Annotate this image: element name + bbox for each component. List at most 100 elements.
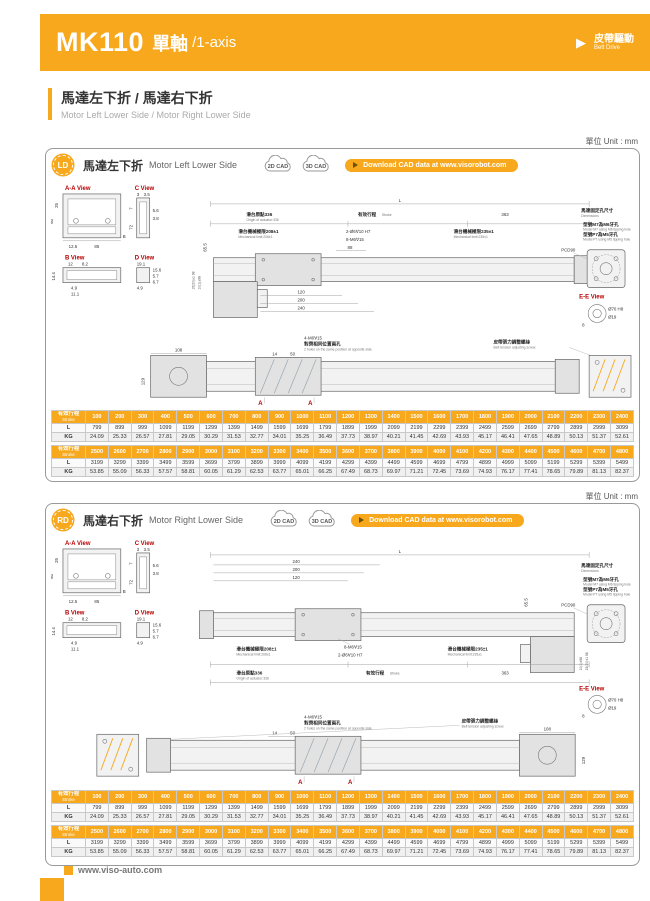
stroke-column-header: 3100 — [221, 445, 246, 460]
stroke-column-header: 500 — [176, 410, 201, 425]
stroke-column-header: 2400 — [610, 790, 634, 805]
stroke-column-header: 1800 — [473, 410, 497, 425]
cell-value: 3099 — [610, 803, 634, 814]
dim-label: 14.4 — [51, 272, 56, 281]
stroke-column-header: 700 — [221, 410, 246, 425]
footer-url[interactable]: www.viso-auto.com — [78, 865, 163, 875]
cell-value: 36.49 — [313, 812, 338, 823]
cell-value: 4399 — [358, 838, 383, 849]
cell-value: 2699 — [518, 423, 543, 434]
stroke-column-header: 2300 — [587, 410, 612, 425]
cell-value: 60.05 — [199, 467, 223, 478]
stroke-column-header: 3500 — [313, 445, 338, 460]
hole-callout: 8-M6∀15 — [344, 645, 362, 650]
cell-value: 2899 — [564, 423, 589, 434]
view-label: C View — [135, 541, 155, 547]
dim-label: 7 — [129, 562, 134, 565]
dim-label: 85 — [94, 244, 99, 249]
cell-value: 57.57 — [153, 467, 178, 478]
right-lower-drawing: A-A View 25 60 12.5 85 B C View 3 3.5 7 … — [51, 541, 631, 786]
panel-badge: LD — [53, 155, 73, 175]
row-label: KG — [51, 432, 86, 443]
dim-label: 14 — [272, 351, 277, 356]
cell-value: 25.33 — [107, 812, 132, 823]
cell-value: 3199 — [85, 838, 109, 849]
stroke-column-header: 3000 — [199, 825, 223, 840]
dim-label: Ø19 — [608, 315, 617, 320]
cell-value: 81.13 — [587, 847, 612, 858]
cell-value: 58.81 — [176, 847, 201, 858]
cell-value: 32.77 — [244, 812, 269, 823]
cell-value: 72.45 — [427, 467, 452, 478]
footer: www.viso-auto.com — [64, 865, 162, 875]
stroke-column-header: 3600 — [336, 825, 360, 840]
cad-2d-label: 2D CAD — [268, 164, 289, 170]
dim-label: 14.4 — [51, 627, 56, 636]
cell-value: 78.65 — [541, 467, 566, 478]
dim-label: 10(1)±98 — [197, 276, 201, 290]
hole-callout-cn: 對齊相同位置兩孔 — [304, 340, 341, 347]
stroke-column-header: 1800 — [473, 790, 497, 805]
slider-block — [254, 253, 322, 286]
stroke-column-header: 3100 — [221, 825, 246, 840]
stroke-column-header: 3300 — [267, 825, 292, 840]
cell-value: 4899 — [473, 458, 497, 469]
cell-value: 3699 — [199, 838, 223, 849]
cad-3d-label: 3D CAD — [312, 519, 333, 525]
mech-limit-cn: 滑台機械極限235±1 — [454, 228, 495, 235]
cell-value: 43.93 — [450, 812, 475, 823]
hole-callout: 2-Ø6∀10 H7 — [338, 653, 363, 658]
cell-value: 5499 — [610, 458, 634, 469]
dim-label: B — [123, 589, 126, 594]
hole-callout: 2-Ø6∀10 H7 — [346, 229, 371, 234]
cell-value: 5099 — [518, 838, 543, 849]
dim-label: 15(20)±1 98 — [192, 271, 196, 289]
belt-screw-cn: 皮帶張力調整螺絲 — [462, 717, 499, 724]
panel-title-cn: 馬達右下折 — [83, 513, 144, 528]
cad-2d-cloud-icon[interactable]: 2D CAD — [267, 510, 301, 530]
dim-label: Ø19 — [608, 705, 617, 710]
cell-value: 3099 — [610, 423, 634, 434]
cell-value: 61.29 — [221, 847, 246, 858]
cell-value: 37.73 — [336, 432, 360, 443]
cell-value: 24.09 — [85, 432, 109, 443]
cell-value: 35.25 — [290, 812, 315, 823]
cell-value: 63.77 — [267, 847, 292, 858]
stroke-column-header: 2800 — [153, 825, 178, 840]
dim-label: 5.7 — [153, 629, 160, 634]
d-section — [136, 267, 151, 283]
cell-value: 40.21 — [381, 432, 406, 443]
motor-fix-cn: 馬達固定孔尺寸 — [581, 562, 613, 569]
cell-value: 69.97 — [381, 467, 406, 478]
belt-screw-en: Belt tension adjusting screw. — [462, 724, 505, 728]
unit-label: 單位 Unit : mm — [585, 137, 638, 146]
cell-value: 76.17 — [495, 847, 520, 858]
d-view: D View 19.1 15.6 5.7 6.7 4.9 — [135, 611, 162, 646]
stroke-column-header: 2300 — [587, 790, 612, 805]
cad-2d-cloud-icon[interactable]: 2D CAD — [261, 155, 295, 175]
cell-value: 5399 — [587, 458, 612, 469]
rail-body — [213, 612, 575, 637]
dim-label: 14 — [272, 730, 277, 735]
download-cad-button[interactable]: Download CAD data at www.visorobot.com — [351, 513, 525, 527]
cell-value: 3299 — [107, 838, 132, 849]
cell-value: 27.81 — [153, 812, 178, 823]
cad-3d-cloud-icon[interactable]: 3D CAD — [299, 155, 333, 175]
cad-3d-cloud-icon[interactable]: 3D CAD — [305, 510, 339, 530]
download-cad-button[interactable]: Download CAD data at www.visorobot.com — [345, 158, 519, 172]
end-cap — [199, 610, 214, 639]
dim-label: 363 — [501, 212, 509, 217]
cell-value: 4299 — [336, 838, 360, 849]
stroke-column-header: 2900 — [176, 825, 201, 840]
origin-label-cn: 滑台原點336 — [236, 670, 262, 677]
stroke-column-header: 3200 — [244, 825, 269, 840]
model-p7-en: Model P7 using M5 tipping hole — [583, 592, 630, 596]
dim-label: 3.8 — [153, 216, 160, 221]
cell-value: 799 — [85, 803, 109, 814]
model-p7-cn: 型號P7為M5牙孔 — [583, 586, 618, 593]
cell-value: 2299 — [427, 423, 452, 434]
view-label: A-A View — [65, 541, 91, 547]
model-p7-cn: 型號P7為M5牙孔 — [583, 231, 618, 238]
model-m7-cn: 型號M7為M6牙孔 — [583, 221, 619, 228]
